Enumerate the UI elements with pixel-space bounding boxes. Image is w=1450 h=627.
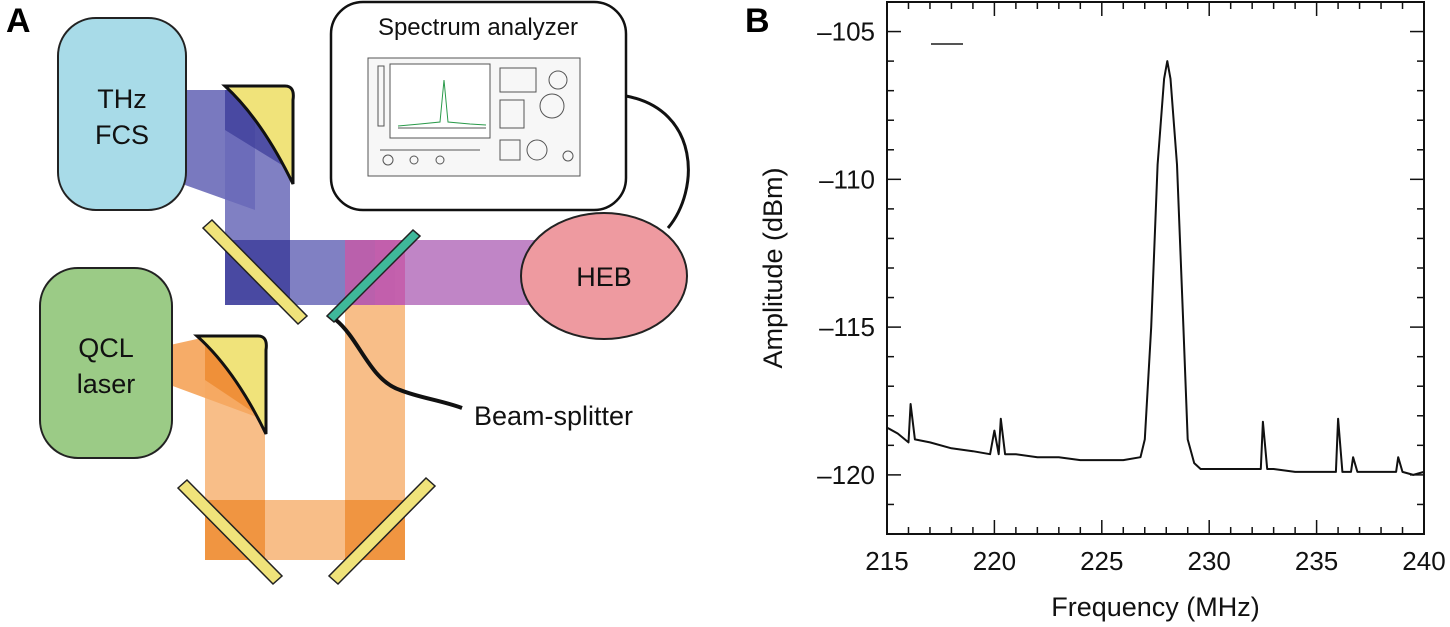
- series-group: [886, 60, 1425, 476]
- y-axis: –105 –110 –115 –120: [817, 1, 1424, 535]
- spectrum-analyzer-box: Spectrum analyzer: [329, 0, 628, 212]
- flat-mirror-lower-left: [176, 478, 284, 586]
- analyzer-cable: [625, 94, 690, 229]
- y-axis-label: Amplitude (dBm): [758, 167, 788, 368]
- x-axis: 215 220 225 230 235 240: [865, 2, 1446, 576]
- y-tick-label: –120: [817, 460, 875, 490]
- parabolic-mirror-thz: [221, 84, 295, 185]
- spectrum-analyzer-label: Spectrum analyzer: [378, 14, 578, 41]
- x-tick-label: 240: [1402, 546, 1445, 576]
- spectrum-chart: –105 –110 –115 –120 215 220 225 230 235 240 Ampl…: [758, 1, 1446, 622]
- y-tick-label: –105: [817, 17, 875, 47]
- y-tick-label: –115: [819, 312, 875, 342]
- flat-mirror-upper-left: [201, 218, 309, 326]
- thz-fcs-label-line1: THz: [97, 84, 147, 114]
- panel-b-label: B: [745, 2, 770, 40]
- x-tick-label: 215: [865, 546, 908, 576]
- combined-beam: [375, 240, 540, 305]
- x-tick-label: 225: [1080, 546, 1123, 576]
- y-tick-label: –110: [819, 164, 875, 194]
- x-tick-label: 235: [1295, 546, 1338, 576]
- qcl-label-line1: QCL: [78, 333, 134, 363]
- heb-label: HEB: [576, 262, 632, 292]
- beam-splitter-label: Beam-splitter: [474, 401, 633, 431]
- x-axis-label: Frequency (MHz): [1051, 592, 1260, 622]
- plot-frame: [886, 1, 1425, 535]
- parabolic-mirror-qcl: [193, 334, 268, 435]
- spectrum-analyzer-illustration: [367, 57, 581, 177]
- spectrum-series-line: [886, 60, 1425, 476]
- beam-splitter: [325, 228, 422, 324]
- flat-mirror-lower-right: [327, 476, 437, 586]
- panel-a-label: A: [6, 2, 31, 40]
- thz-fcs-label-line2: FCS: [95, 120, 149, 150]
- qcl-laser-box: QCL laser: [39, 267, 173, 459]
- x-tick-label: 220: [973, 546, 1016, 576]
- heb-detector: HEB: [520, 212, 688, 340]
- qcl-beam-segment-4: [345, 305, 405, 560]
- beam-splitter-pointer: [334, 318, 463, 410]
- qcl-label-line2: laser: [77, 369, 136, 399]
- x-tick-label: 230: [1188, 546, 1231, 576]
- thz-fcs-box: THz FCS: [57, 17, 187, 211]
